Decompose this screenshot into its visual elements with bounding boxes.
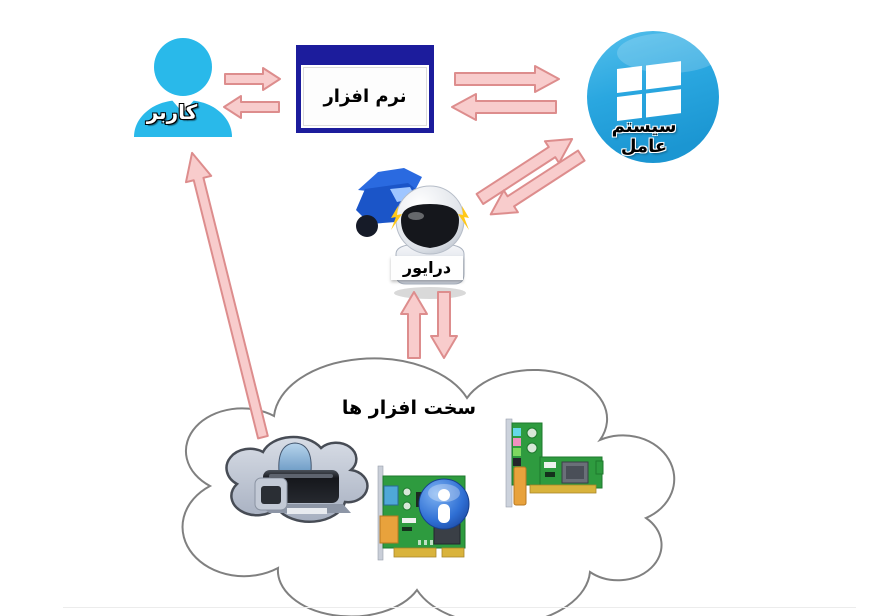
arrow-os-to-software: [451, 93, 557, 121]
arrow-os-to-driver: [489, 149, 586, 216]
arrow-software-to-user: [223, 95, 280, 119]
bottom-divider: [63, 607, 856, 608]
window-titlebar: [301, 50, 429, 65]
info-icon: [418, 478, 470, 530]
software-label: نرم افزار: [323, 85, 407, 107]
arrow-hardware-to-driver: [400, 291, 428, 359]
hardware-label: سخت افزار ها: [341, 397, 477, 419]
windows-logo-icon: [587, 31, 721, 163]
robot-racer-icon: [356, 168, 469, 299]
os-label: سیستم عامل: [611, 116, 677, 157]
driver-label: درایور: [391, 256, 463, 280]
pci-card-info-icon: [377, 465, 470, 561]
sound-card-icon: [505, 418, 604, 508]
arrow-software-to-os: [454, 65, 560, 93]
application-window-icon: نرم افزار: [296, 45, 434, 133]
printer-icon: [225, 435, 369, 523]
user-label: کاربر: [146, 100, 198, 124]
arrow-hardware-to-user: [184, 151, 269, 440]
printer-graphic: [254, 442, 351, 514]
window-body: نرم افزار: [303, 67, 427, 126]
arrow-user-to-software: [224, 67, 281, 91]
arrow-driver-to-os: [475, 138, 574, 205]
person-icon: [134, 38, 232, 137]
arrow-driver-to-hardware: [430, 291, 458, 359]
